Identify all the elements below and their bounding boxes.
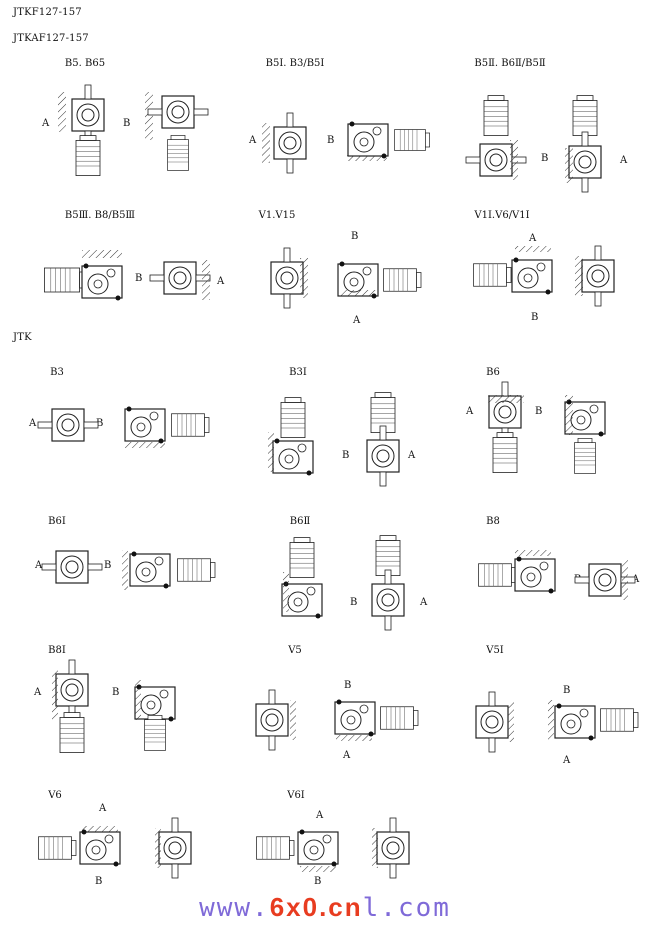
diagram-b8i: [52, 659, 176, 753]
caption-v6i: V6Ⅰ: [287, 790, 305, 801]
caption-b8i: B8Ⅰ: [48, 645, 66, 656]
diagram-b3: [37, 405, 210, 448]
diagram-v5i: [475, 691, 639, 753]
diagram-v5: [255, 689, 419, 751]
label-b: B: [350, 597, 358, 608]
label-b: B: [541, 153, 549, 164]
label-b: B: [351, 231, 359, 242]
label-b: B: [104, 560, 112, 571]
label-b: B: [563, 685, 571, 696]
label-a: A: [408, 450, 416, 461]
label-a: A: [249, 135, 257, 146]
diagram-b3i: [268, 392, 400, 487]
caption-v6: V6: [48, 790, 62, 801]
label-b: B: [95, 876, 103, 887]
label-a: A: [99, 803, 107, 814]
label-a: A: [316, 810, 324, 821]
diagram-b5-b65: [58, 84, 209, 177]
diagram-v6i: [256, 817, 410, 879]
label-b: B: [96, 418, 104, 429]
header-jtkf: JTKF127-157: [13, 7, 82, 18]
label-a: A: [217, 276, 225, 287]
caption-b6: B6: [486, 367, 500, 378]
caption-v5i: V5Ⅰ: [486, 645, 504, 656]
label-b: B: [123, 118, 131, 129]
diagram-b5i-b3: [262, 112, 430, 174]
diagram-v6: [38, 817, 192, 879]
watermark-brand: 6x0.cn: [269, 892, 363, 922]
label-b: B: [535, 406, 543, 417]
caption-b6i: B6Ⅰ: [48, 516, 66, 527]
header-jtk: JTK: [13, 332, 32, 343]
label-b: B: [112, 687, 120, 698]
diagram-b5iii-b8: [44, 250, 211, 302]
caption-v1i-v6: V1Ⅰ.V6/V1Ⅰ: [474, 210, 530, 221]
label-b: B: [327, 135, 335, 146]
caption-v1-v15: V1.V15: [258, 210, 296, 221]
label-a: A: [353, 315, 361, 326]
diagram-b6i: [41, 550, 216, 590]
label-a: A: [42, 118, 50, 129]
label-a: A: [420, 597, 428, 608]
caption-v5: V5: [288, 645, 302, 656]
label-a: A: [35, 560, 43, 571]
caption-b3i: B3Ⅰ: [289, 367, 307, 378]
label-b: B: [344, 680, 352, 691]
label-a: A: [466, 406, 474, 417]
caption-b5iii-b8: B5Ⅲ. B8/B5Ⅲ: [64, 210, 136, 221]
diagram-v1i-v6: [473, 245, 615, 307]
caption-b3: B3: [50, 367, 64, 378]
diagram-b5ii-b6ii: [465, 95, 602, 193]
watermark: www.6x0.cnl.com: [0, 892, 650, 923]
caption-b6ii: B6Ⅱ: [289, 516, 311, 527]
diagram-v1-v15: [270, 247, 422, 309]
label-a: A: [34, 687, 42, 698]
label-b: B: [342, 450, 350, 461]
caption-b5ii-b6ii: B5Ⅱ. B6Ⅱ/B5Ⅱ: [474, 58, 546, 69]
caption-b5i-b3: B5Ⅰ. B3/B5Ⅰ: [265, 58, 325, 69]
label-a: A: [563, 755, 571, 766]
label-b: B: [314, 876, 322, 887]
label-a: A: [632, 574, 640, 585]
watermark-pre: www.: [199, 893, 270, 923]
label-a: A: [620, 155, 628, 166]
caption-b8: B8: [486, 516, 500, 527]
diagram-b8: [478, 550, 636, 600]
caption-b5-b65: B5. B65: [64, 58, 106, 69]
label-b: B: [135, 273, 143, 284]
label-b: B: [531, 312, 539, 323]
diagram-b6ii: [281, 535, 405, 631]
label-a: A: [29, 418, 37, 429]
watermark-post: l.com: [362, 893, 451, 923]
diagram-b6: [488, 381, 606, 474]
header-jtkaf: JTKAF127-157: [13, 33, 89, 44]
label-a: A: [343, 750, 351, 761]
label-a: A: [529, 233, 537, 244]
